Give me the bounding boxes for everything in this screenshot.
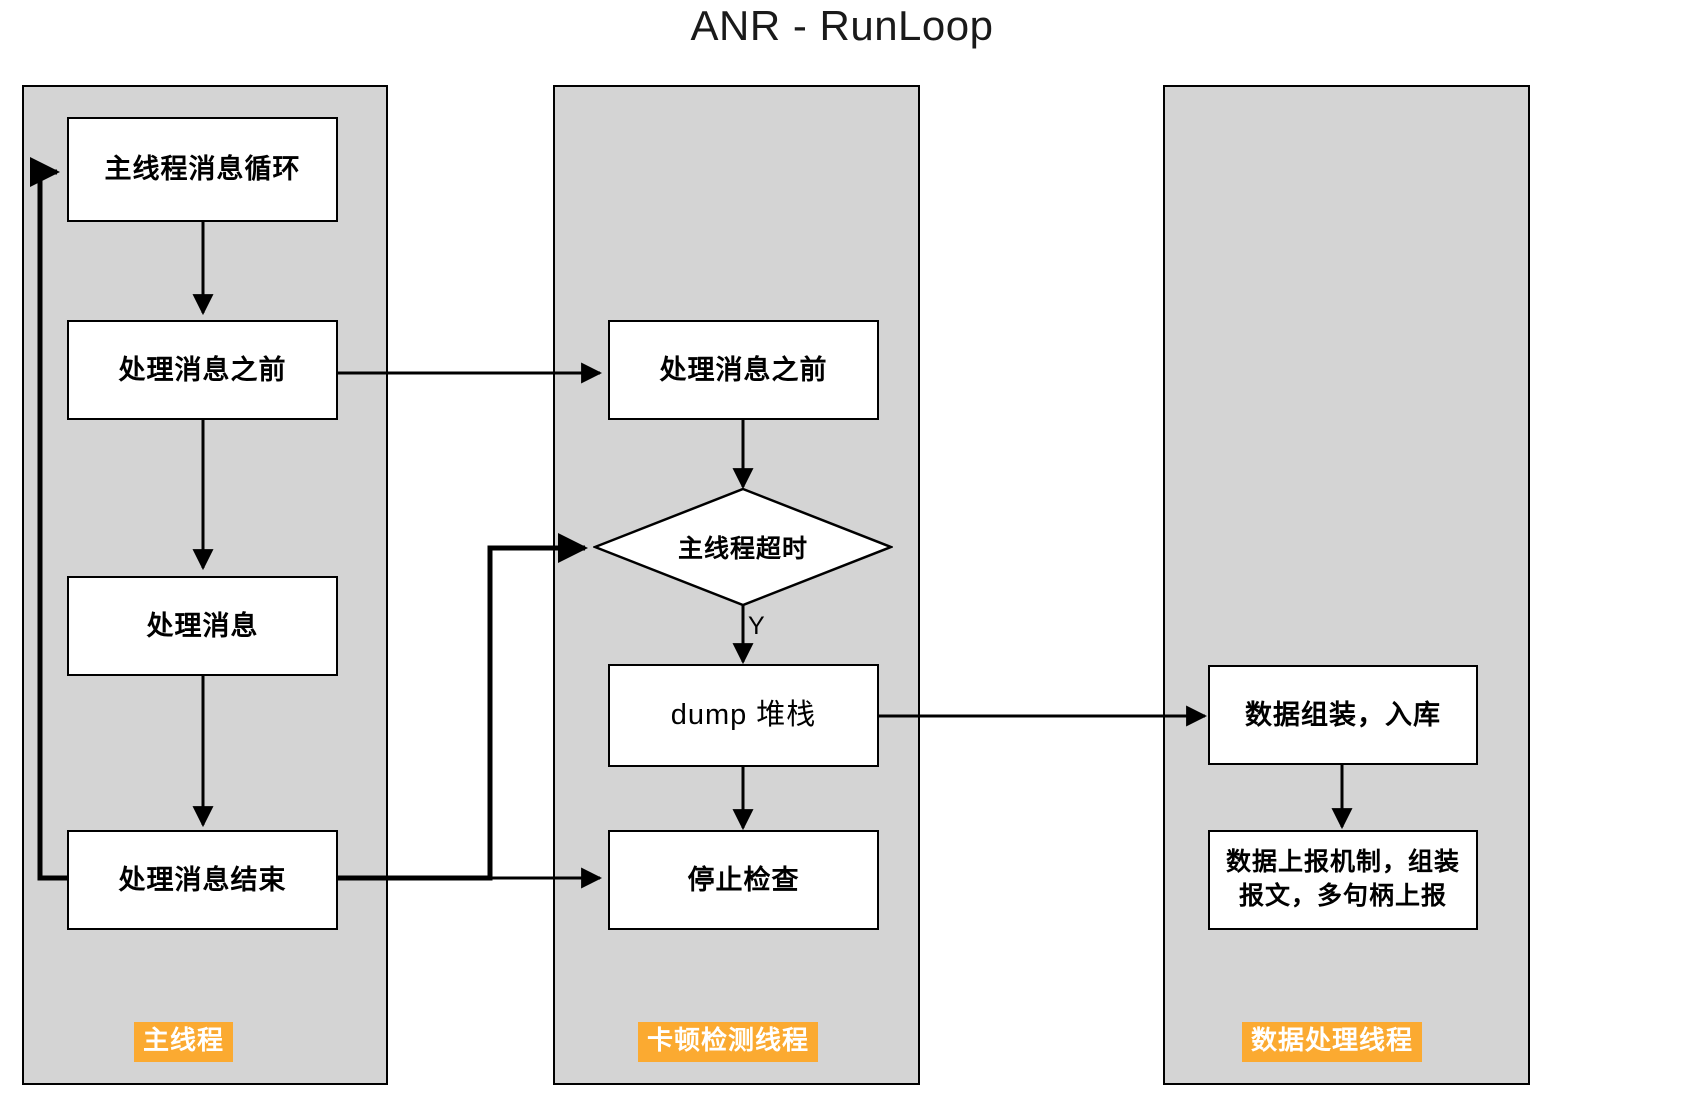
edge-label-timeout-yes: Y [748,612,765,640]
node-handle-message-end[interactable]: 处理消息结束 [67,830,338,930]
badge-data-process-thread: 数据处理线程 [1242,1022,1423,1062]
badge-stall-detect-thread: 卡顿检测线程 [638,1022,819,1062]
data-report-line-2: 报文，多句柄上报 [1238,882,1447,910]
node-main-thread-timeout[interactable]: 主线程超时 [593,487,893,607]
node-data-report[interactable]: 数据上报机制，组装 报文，多句柄上报 [1208,830,1478,930]
lane-data-process-thread [1163,85,1530,1085]
node-handle-message[interactable]: 处理消息 [67,576,338,676]
node-before-handle-detect[interactable]: 处理消息之前 [608,320,879,420]
decision-label: 主线程超时 [677,535,808,563]
node-before-handle-main[interactable]: 处理消息之前 [67,320,338,420]
node-stop-check[interactable]: 停止检查 [608,830,879,930]
diamond-shape [593,487,893,607]
page-title: ANR - RunLoop [690,2,994,49]
data-report-line-1: 数据上报机制，组装 [1225,848,1460,877]
node-data-assemble[interactable]: 数据组装，入库 [1208,665,1478,765]
node-main-loop[interactable]: 主线程消息循环 [67,117,338,222]
badge-main-thread: 主线程 [134,1022,234,1062]
node-dump-stack[interactable]: dump 堆栈 [608,664,879,767]
